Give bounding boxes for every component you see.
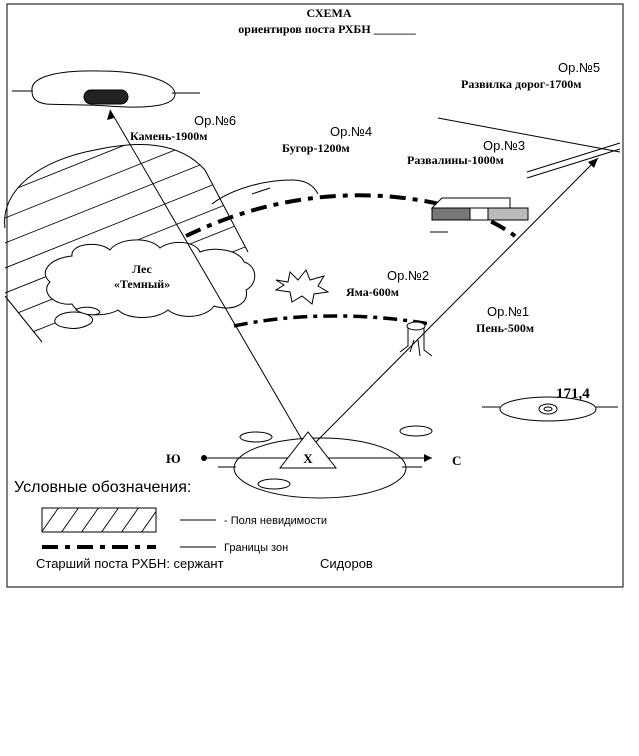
footer-role: Старший поста РХБН: сержант	[36, 556, 224, 571]
post-triangle	[278, 431, 338, 469]
legend-item-boundaries: Границы зон	[224, 542, 288, 554]
pit-landmark	[274, 269, 330, 305]
or3-name: Развалины-1000м	[407, 153, 504, 167]
or5-name: Развилка дорог-1700м	[461, 77, 581, 91]
sight-line-or5	[307, 157, 599, 451]
stone-landmark	[12, 70, 200, 108]
direction-south: Ю	[166, 451, 181, 466]
schema-title: СХЕМА	[306, 6, 351, 20]
legend-item-invisibility: - Поля невидимости	[224, 515, 327, 527]
or2-name: Яма-600м	[346, 285, 399, 299]
forest-label-line1: Лес	[132, 262, 152, 276]
or6-name: Камень-1900м	[130, 129, 207, 143]
stump-landmark	[399, 321, 433, 357]
road-fork-landmark	[437, 117, 621, 179]
or1-name: Пень-500м	[476, 321, 534, 335]
legend-title: Условные обозначения:	[14, 479, 191, 496]
or4-number: Ор.№4	[330, 124, 372, 139]
direction-north: С	[452, 453, 461, 468]
or1-number: Ор.№1	[487, 304, 529, 319]
schema-subtitle: ориентиров поста РХБН _______	[238, 22, 416, 36]
height-mark-value: 171,4	[556, 386, 590, 402]
forest-temny: Лес «Темный»	[44, 239, 256, 329]
post-marker: Х	[303, 451, 313, 466]
or3-number: Ор.№3	[483, 138, 525, 153]
sight-line-or6	[109, 109, 309, 451]
footer-name: Сидоров	[320, 556, 373, 571]
forest-label-line2: «Темный»	[114, 277, 170, 291]
hill-outline	[211, 179, 319, 205]
map-frame	[6, 3, 624, 588]
zone-boundary-inner	[233, 314, 431, 328]
height-mark: 171,4	[482, 386, 618, 422]
or6-number: Ор.№6	[194, 113, 236, 128]
or2-number: Ор.№2	[387, 268, 429, 283]
legend-hatch-sample	[41, 507, 157, 533]
or4-name: Бугор-1200м	[282, 141, 350, 155]
or5-number: Ор.№5	[558, 60, 600, 75]
ruins-landmark	[430, 197, 529, 233]
